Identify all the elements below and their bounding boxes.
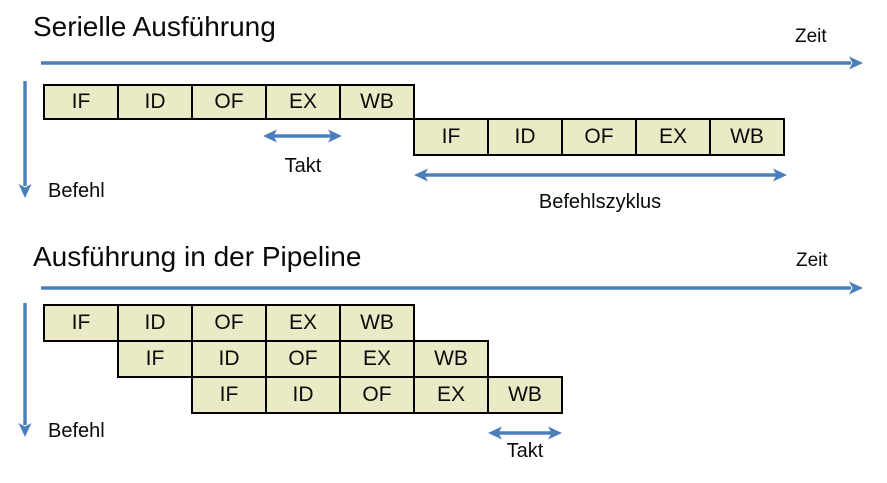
pipeline-section-title: Ausführung in der Pipeline [33, 241, 362, 272]
serial-takt-arrow [263, 129, 342, 143]
stage-cell: IF [191, 376, 267, 414]
stage-cell: EX [265, 304, 341, 342]
stage-cell: WB [487, 376, 563, 414]
stage-cell: EX [265, 84, 341, 120]
stage-cell: OF [561, 118, 637, 156]
stage-cell: OF [339, 376, 415, 414]
stage-cell: IF [43, 84, 119, 120]
pipeline-zeit-label: Zeit [796, 250, 828, 271]
stage-cell: ID [117, 84, 193, 120]
serial-takt-label: Takt [284, 155, 322, 177]
serial-cycle-arrow [414, 168, 787, 182]
serial-befehl-arrow [18, 81, 32, 198]
pipeline-befehl-arrow [18, 303, 32, 437]
stage-cell: OF [265, 340, 341, 378]
stage-cell: ID [191, 340, 267, 378]
stage-cell: EX [339, 340, 415, 378]
serial-zeit-label: Zeit [795, 26, 827, 47]
stage-cell: IF [413, 118, 489, 156]
stage-cell: WB [339, 304, 415, 342]
stage-cell: ID [487, 118, 563, 156]
pipeline-befehl-label: Befehl [48, 420, 105, 442]
pipeline-takt-arrow [488, 426, 562, 440]
serial-befehl-label: Befehl [48, 180, 105, 202]
stage-cell: IF [117, 340, 193, 378]
serial-cycle-label: Befehlszyklus [538, 191, 662, 213]
stage-cell: EX [635, 118, 711, 156]
pipeline-takt-label: Takt [506, 440, 544, 462]
stage-cell: ID [117, 304, 193, 342]
serial-section-title: Serielle Ausführung [33, 11, 276, 42]
stage-cell: IF [43, 304, 119, 342]
stage-cell: OF [191, 84, 267, 120]
pipeline-zeit-arrow [41, 281, 863, 295]
stage-cell: WB [413, 340, 489, 378]
stage-cell: OF [191, 304, 267, 342]
stage-cell: ID [265, 376, 341, 414]
stage-cell: WB [339, 84, 415, 120]
serial-zeit-arrow [41, 56, 863, 70]
stage-cell: WB [709, 118, 785, 156]
stage-cell: EX [413, 376, 489, 414]
